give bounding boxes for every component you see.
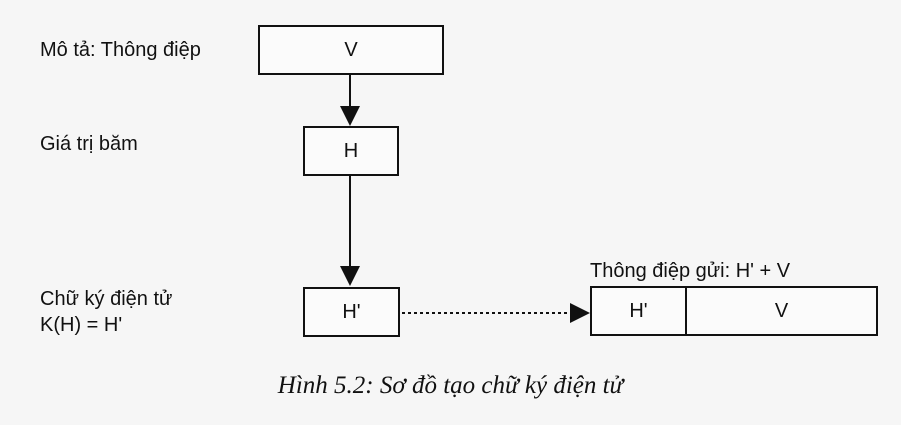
- message-description-label: Mô tả: Thông điệp: [40, 39, 201, 61]
- sent-message-label: Thông điệp gửi: H' + V: [590, 260, 791, 282]
- signature-label-line2: K(H) = H': [40, 314, 123, 336]
- hash-value-label: Giá trị băm: [40, 133, 138, 155]
- signature-box: H': [303, 287, 400, 337]
- sent-message-box: V: [685, 286, 878, 336]
- figure-caption: Hình 5.2: Sơ đồ tạo chữ ký điện tử: [277, 372, 624, 399]
- hash-box: H: [303, 126, 399, 176]
- signature-label-line1: Chữ ký điện tử: [40, 288, 173, 310]
- message-box: V: [258, 25, 444, 75]
- sent-signature-box: H': [590, 286, 687, 336]
